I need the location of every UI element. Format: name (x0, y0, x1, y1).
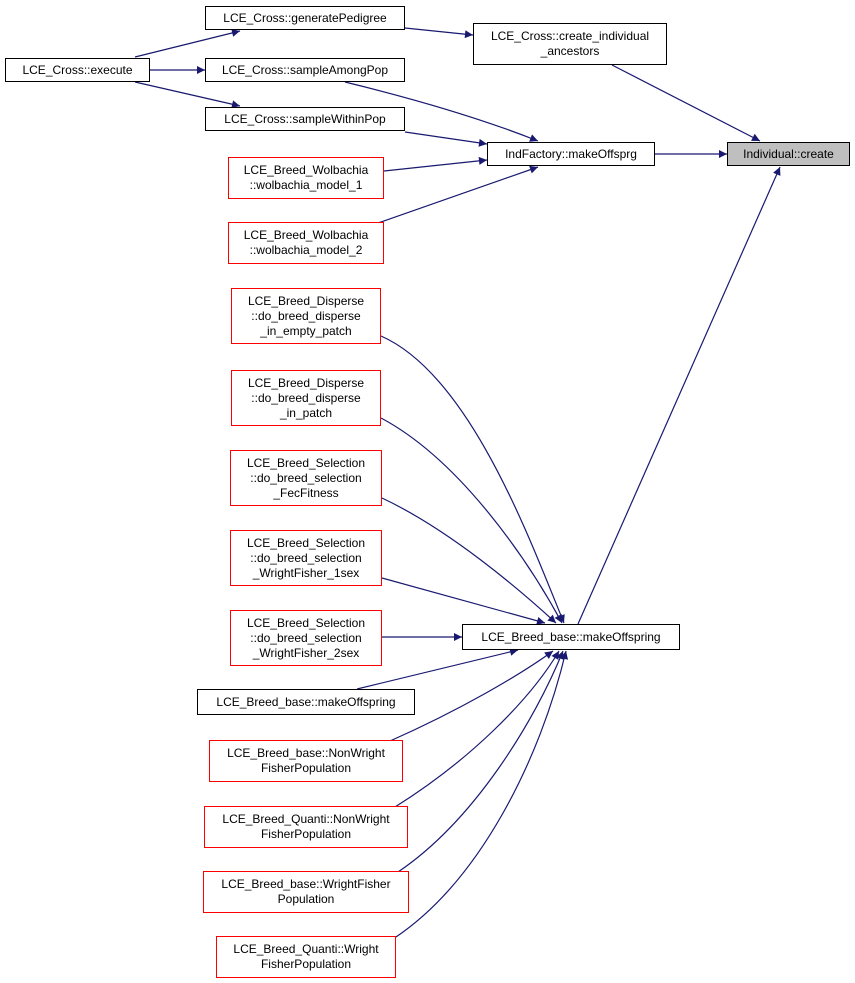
edge-disperse-empty-patch-to-makeOffspring-main (380, 335, 565, 624)
node-label-line: LCE_Breed_base::WrightFisher (221, 877, 391, 891)
node-selection-wf-1sex[interactable]: LCE_Breed_Selection::do_breed_selection_… (230, 530, 382, 586)
edge-base-nonwf-to-makeOffspring-main (389, 650, 554, 742)
node-label-line: _WrightFisher_2sex (252, 645, 360, 660)
node-label-line: LCE_Breed_base::makeOffspring (216, 694, 396, 709)
node-individual-create[interactable]: Individual::create (727, 142, 850, 166)
node-label-line: LCE_Breed_Disperse (247, 375, 365, 390)
node-label-line: Individual::create (743, 146, 834, 161)
node-label-line: LCE_Cross::generatePedigree (223, 10, 387, 25)
edge-wolbachia-model-2-to-makeOffsprg (377, 165, 539, 224)
node-label-line: LCE_Breed_Wolbachia (243, 228, 369, 242)
node-makeOffsprg[interactable]: IndFactory::makeOffsprg (487, 142, 655, 166)
edge-base-wf-to-makeOffspring-main (397, 650, 564, 873)
node-label-line: FisherPopulation (260, 761, 352, 775)
node-label-line: LCE_Breed_Quanti::NonWright (222, 812, 390, 826)
node-generatePedigree[interactable]: LCE_Cross::generatePedigree (205, 6, 405, 30)
node-disperse-empty-patch[interactable]: LCE_Breed_Disperse::do_breed_disperse_in… (231, 288, 381, 344)
node-label-line: _WrightFisher_1sex (252, 565, 360, 580)
node-label-line: ::do_breed_selection (250, 630, 362, 645)
node-label-line: FisherPopulation (260, 957, 352, 971)
edge-execute-to-generatePedigree (134, 29, 241, 58)
node-label-line: LCE_Breed_Selection (246, 535, 366, 550)
node-label-line: _in_empty_patch (260, 323, 352, 338)
node-label-line: LCE_Cross::execute (22, 62, 133, 77)
node-label-line: LCE_Breed_Wolbachia (243, 163, 369, 177)
node-selection-wf-2sex[interactable]: LCE_Breed_Selection::do_breed_selection_… (230, 610, 382, 666)
edge-sampleWithinPop-to-makeOffsprg (404, 131, 488, 147)
edge-generatePedigree-to-create-individual-ancestors (404, 27, 474, 39)
node-create-individual-ancestors[interactable]: LCE_Cross::create_individual_ancestors (473, 23, 667, 65)
node-disperse-in-patch[interactable]: LCE_Breed_Disperse::do_breed_disperse_in… (231, 370, 381, 426)
node-label-line: ::wolbachia_model_1 (249, 178, 363, 192)
node-label-line: LCE_Cross::sampleAmongPop (221, 62, 389, 77)
node-label-line: IndFactory::makeOffsprg (505, 146, 637, 161)
edge-quanti-nonwf-to-makeOffspring-main (394, 650, 560, 808)
edge-wolbachia-model-1-to-makeOffsprg (383, 156, 488, 172)
node-label-line: FisherPopulation (260, 827, 352, 841)
node-wolbachia-model-2[interactable]: LCE_Breed_Wolbachia::wolbachia_model_2 (228, 222, 384, 264)
edge-execute-to-sampleWithinPop (134, 81, 241, 109)
node-label-line: Population (277, 892, 335, 906)
edge-makeOffspring-overload-to-makeOffspring-main (356, 647, 519, 690)
node-sampleWithinPop[interactable]: LCE_Cross::sampleWithinPop (205, 107, 405, 131)
node-label-line: ::wolbachia_model_2 (249, 243, 363, 257)
edge-makeOffspring-main-to-individual-create (577, 166, 781, 625)
node-sampleAmongPop[interactable]: LCE_Cross::sampleAmongPop (205, 58, 405, 82)
node-selection-fecfitness[interactable]: LCE_Breed_Selection::do_breed_selection_… (230, 450, 382, 506)
node-makeOffspring-main[interactable]: LCE_Breed_base::makeOffspring (462, 624, 680, 650)
node-wolbachia-model-1[interactable]: LCE_Breed_Wolbachia::wolbachia_model_1 (228, 157, 384, 199)
node-label-line: ::do_breed_selection (250, 550, 362, 565)
edge-selection-fecfitness-to-makeOffspring-main (381, 497, 557, 624)
edge-quanti-wf-to-makeOffspring-main (395, 650, 569, 938)
node-label-line: ::do_breed_disperse (251, 308, 361, 323)
node-label-line: LCE_Breed_Selection (246, 615, 366, 630)
node-label-line: LCE_Breed_base::NonWright (227, 746, 385, 760)
node-label-line: LCE_Breed_Selection (246, 455, 366, 470)
edge-sampleAmongPop-to-makeOffsprg (344, 81, 539, 142)
node-execute[interactable]: LCE_Cross::execute (5, 58, 150, 82)
node-label-line: _ancestors (540, 44, 600, 58)
node-makeOffspring-overload[interactable]: LCE_Breed_base::makeOffspring (197, 689, 415, 715)
node-label-line: _FecFitness (273, 485, 339, 500)
node-label-line: LCE_Breed_Quanti::Wright (233, 942, 379, 956)
node-label-line: ::do_breed_disperse (251, 390, 361, 405)
node-label-line: LCE_Breed_base::makeOffspring (481, 629, 661, 644)
node-label-line: LCE_Breed_Disperse (247, 293, 365, 308)
node-label-line: ::do_breed_selection (250, 470, 362, 485)
edge-disperse-in-patch-to-makeOffspring-main (380, 417, 563, 624)
edge-selection-wf-1sex-to-makeOffspring-main (381, 577, 546, 625)
node-label-line: LCE_Cross::sampleWithinPop (224, 111, 386, 126)
node-label-line: _in_patch (279, 405, 333, 420)
node-label-line: LCE_Cross::create_individual (490, 29, 650, 43)
edge-create-individual-ancestors-to-individual-create (611, 64, 761, 142)
